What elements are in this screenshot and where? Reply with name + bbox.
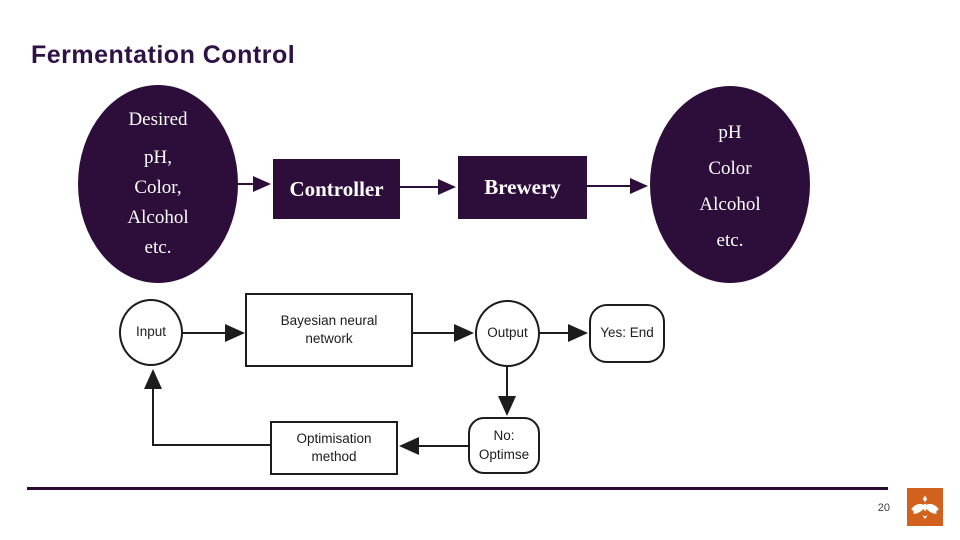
university-logo [907, 488, 943, 526]
output-node: Output [475, 300, 540, 367]
brewery-box: Brewery [458, 156, 587, 219]
bayesian-neural-network-node: Bayesian neural network [245, 293, 413, 367]
controller-box: Controller [273, 159, 400, 219]
optimisation-label: Optimisation method [296, 430, 372, 464]
optimisation-method-node: Optimisation method [270, 421, 398, 475]
ellipse-text-line: pH, [144, 147, 172, 168]
brewery-label: Brewery [484, 175, 561, 199]
ellipse-text-line: Color, [134, 177, 182, 198]
desired-parameters-ellipse: Desired pH, Color, Alcohol etc. [78, 85, 238, 283]
logo-emblem-icon [911, 495, 939, 519]
yes-end-label: Yes: End [600, 325, 654, 341]
bayesian-label: Bayesian neural network [280, 312, 378, 346]
page-number: 20 [877, 502, 890, 514]
ellipse-text-line: Alcohol [699, 193, 761, 215]
ellipse-text-line: Color [708, 157, 752, 179]
measured-parameters-ellipse: pH Color Alcohol etc. [650, 86, 810, 283]
ellipse-text-line: etc. [144, 237, 172, 258]
arrow-optimisation-to-input [144, 369, 270, 446]
ellipse-text-line: Desired [128, 109, 188, 130]
ellipse-text-line: pH [718, 121, 742, 143]
output-label: Output [487, 325, 528, 341]
slide-title: Fermentation Control [31, 41, 296, 69]
no-optimise-node: No: Optimse [468, 417, 540, 474]
no-optimise-label: No: Optimse [478, 428, 530, 462]
ellipse-text-line: Alcohol [127, 207, 189, 228]
yes-end-node: Yes: End [589, 304, 665, 363]
controller-label: Controller [289, 176, 384, 201]
footer-divider [27, 487, 888, 490]
input-label: Input [135, 324, 167, 340]
input-node: Input [119, 299, 183, 366]
ellipse-text-line: etc. [716, 229, 744, 251]
